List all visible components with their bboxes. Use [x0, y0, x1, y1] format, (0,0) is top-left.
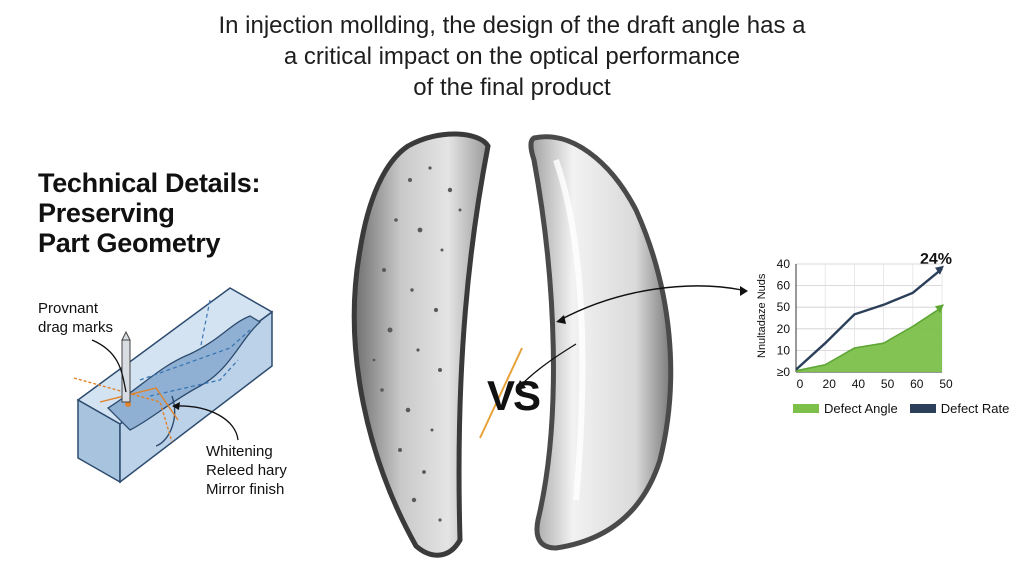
chart-legend: Defect Angle Defect Rate [793, 401, 1015, 416]
chart-line [795, 265, 944, 371]
vs-label: VS [487, 372, 541, 419]
chart-y-axis-label: Nnultadaze Nuds [756, 273, 768, 358]
series-line-defect-rate [795, 267, 943, 371]
defect-speckles [372, 166, 462, 522]
finish-leader [175, 405, 239, 441]
x-tick-label: 20 [823, 377, 837, 391]
mirror-finish-callout: Whitening Releed hary Mirror finish [206, 442, 287, 499]
legend-swatch-angle [793, 404, 819, 413]
y-tick-label: 10 [777, 343, 791, 357]
callout-line: Mirror finish [206, 481, 285, 498]
mold-cavity [106, 315, 262, 431]
chart-x-ticks: 0 20 40 50 60 50 [797, 377, 953, 391]
title-line: a critical impact on the optical perform… [283, 43, 741, 70]
legend-label: Defect Rate [940, 401, 1010, 416]
main-title: In injection mollding, the design of the… [150, 10, 874, 103]
flow-line [139, 329, 251, 381]
technical-heading: Technical Details: Preserving Part Geome… [38, 168, 260, 258]
defect-chart: 40 60 50 20 10 ≥0 0 20 40 50 60 50 [777, 257, 953, 391]
chart-area [795, 306, 943, 372]
drag-leader [91, 339, 127, 393]
x-tick-label: 60 [910, 377, 924, 391]
title-line: In injection mollding, the design of the… [218, 12, 806, 39]
series-arrowhead-defect-rate [935, 265, 944, 275]
y-tick-label: 60 [777, 279, 791, 293]
x-tick-label: 40 [852, 377, 866, 391]
x-tick-label: 50 [939, 377, 953, 391]
callout-line: Releed hary [206, 462, 287, 479]
drag-marks-callout: Provnant drag marks [38, 299, 113, 337]
draft-line [99, 387, 179, 421]
finish-arrowhead [172, 402, 180, 410]
chart-y-ticks: 40 60 50 20 10 ≥0 [777, 257, 791, 379]
comparison-arrow [519, 343, 577, 387]
clean-lens [528, 134, 674, 551]
callout-line: Whitening [206, 443, 273, 460]
y-tick-label: 50 [777, 300, 791, 314]
series-area-defect-angle [796, 307, 942, 372]
heading-line: Technical Details: [38, 168, 261, 198]
heading-line: Part Geometry [38, 228, 221, 258]
y-tick-label: 40 [777, 257, 791, 271]
mold-groove [155, 395, 176, 447]
flow-line [199, 299, 211, 351]
x-tick-label: 0 [797, 377, 804, 391]
comparison-arrowhead [516, 380, 526, 390]
x-tick-label: 50 [881, 377, 895, 391]
mold-illustration [73, 287, 274, 484]
callout-line: Provnant [38, 300, 99, 317]
flow-line [149, 359, 239, 397]
legend-swatch-rate [909, 404, 936, 413]
lens-highlight [553, 159, 586, 501]
legend-item-defect-rate: Defect Rate [909, 401, 1010, 416]
lens-comparison [351, 131, 674, 558]
vs-slash [479, 347, 523, 439]
y-tick-label: 20 [777, 322, 791, 336]
y-tick-label: ≥0 [777, 365, 791, 379]
legend-item-defect-angle: Defect Angle [793, 401, 898, 416]
callout-line: drag marks [38, 319, 114, 336]
legend-label: Defect Angle [824, 401, 898, 416]
defective-lens [351, 131, 491, 558]
heading-line: Preserving [38, 198, 175, 228]
series-arrowhead-defect-angle [935, 304, 944, 314]
ejector-pin-tip [121, 330, 131, 341]
title-line: of the final product [413, 74, 611, 101]
series-outline-defect-angle [795, 306, 943, 372]
draft-line [73, 377, 173, 443]
